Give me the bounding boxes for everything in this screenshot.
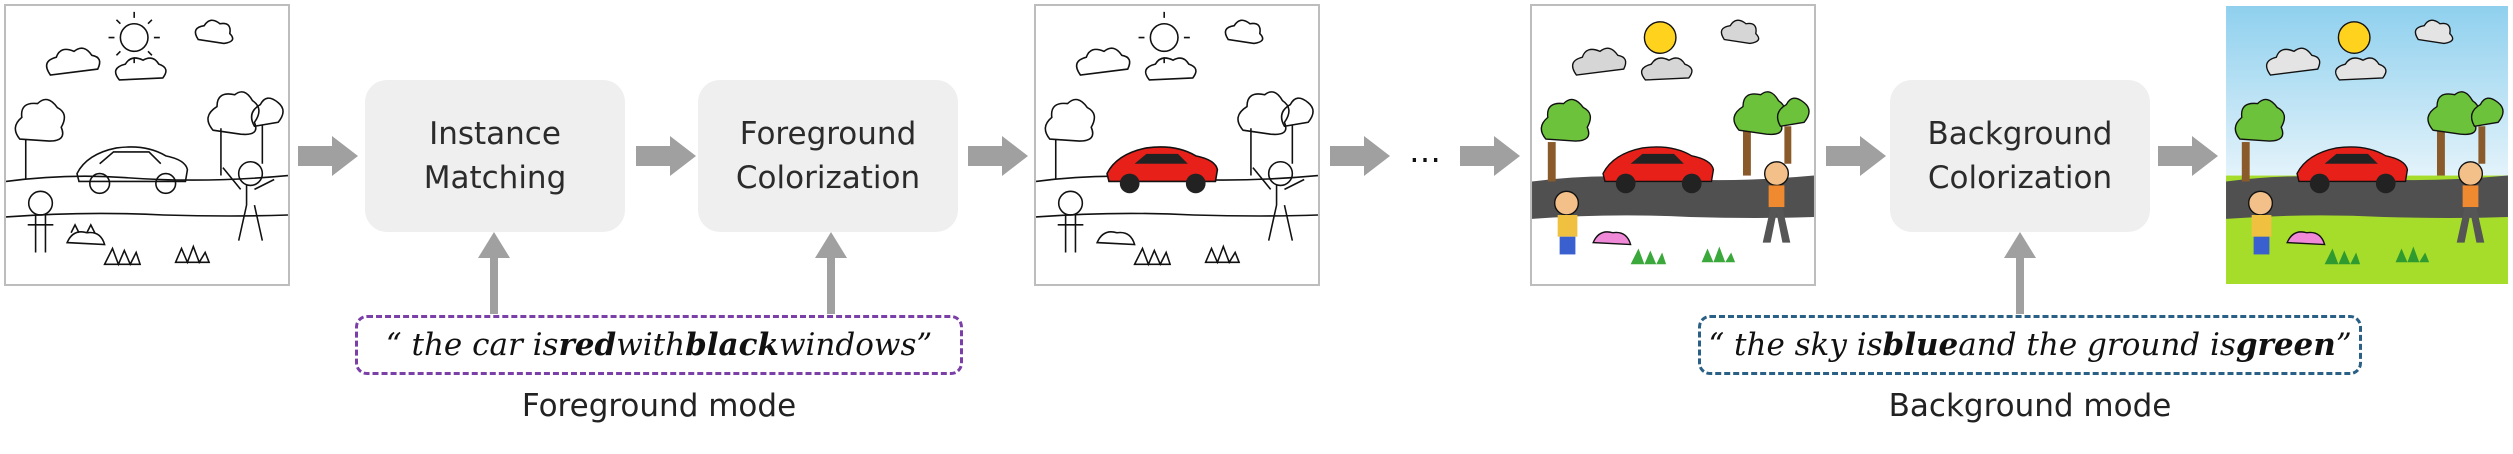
- flow-arrow-3: [968, 136, 1028, 176]
- fg-prompt-color-red: red: [558, 327, 617, 363]
- instance-matching-line1: Instance: [429, 116, 561, 152]
- flow-arrow-2: [636, 136, 696, 176]
- bg-prompt-color-green: green: [2235, 327, 2336, 363]
- fg-prompt-arrow-2: [815, 232, 847, 314]
- flow-arrow-5: [1460, 136, 1520, 176]
- background-prompt-box: “ the sky is blue and the ground is gree…: [1698, 315, 2362, 375]
- background-colorization-box: Background Colorization: [1890, 80, 2150, 232]
- fg-prompt-mid: with: [616, 327, 686, 363]
- foreground-mode-label: Foreground mode: [521, 388, 797, 424]
- car-colored-image: [1036, 11, 1318, 267]
- fg-prompt-close: windows”: [778, 327, 933, 363]
- fg-prompt-arrow-1: [478, 232, 510, 314]
- bg-prompt-color-blue: blue: [1882, 327, 1959, 363]
- flow-arrow-7: [2158, 136, 2218, 176]
- instance-matching-line2: Matching: [423, 160, 567, 196]
- background-colorization-line2: Colorization: [1927, 160, 2113, 196]
- final-colored-panel: [2224, 4, 2510, 286]
- flow-arrow-4: [1330, 136, 1390, 176]
- flow-arrow-6: [1826, 136, 1886, 176]
- foreground-colored-panel: [1530, 4, 1816, 286]
- foreground-colored-image: [1532, 19, 1814, 265]
- foreground-colorization-box: Foreground Colorization: [698, 80, 958, 232]
- bg-prompt-arrow: [2004, 232, 2036, 314]
- input-sketch-panel: [4, 4, 290, 286]
- background-colorization-line1: Background: [1927, 116, 2113, 152]
- bg-prompt-mid: and the ground is: [1958, 327, 2236, 363]
- fg-prompt-open: “ the car is: [385, 327, 559, 363]
- foreground-colorization-line2: Colorization: [735, 160, 921, 196]
- fg-prompt-color-black: black: [685, 327, 779, 363]
- ellipsis: …: [1409, 132, 1441, 170]
- car-colored-panel: [1034, 4, 1320, 286]
- foreground-prompt-box: “ the car is red with black windows”: [355, 315, 963, 375]
- background-mode-label: Background mode: [1888, 388, 2172, 424]
- bg-prompt-close: ”: [2335, 327, 2352, 363]
- bg-prompt-open: “ the sky is: [1708, 327, 1883, 363]
- foreground-colorization-line1: Foreground: [739, 116, 917, 152]
- final-colored-image: [2226, 6, 2508, 284]
- sketch-image: [6, 11, 288, 267]
- flow-arrow-1: [298, 136, 358, 176]
- instance-matching-box: Instance Matching: [365, 80, 625, 232]
